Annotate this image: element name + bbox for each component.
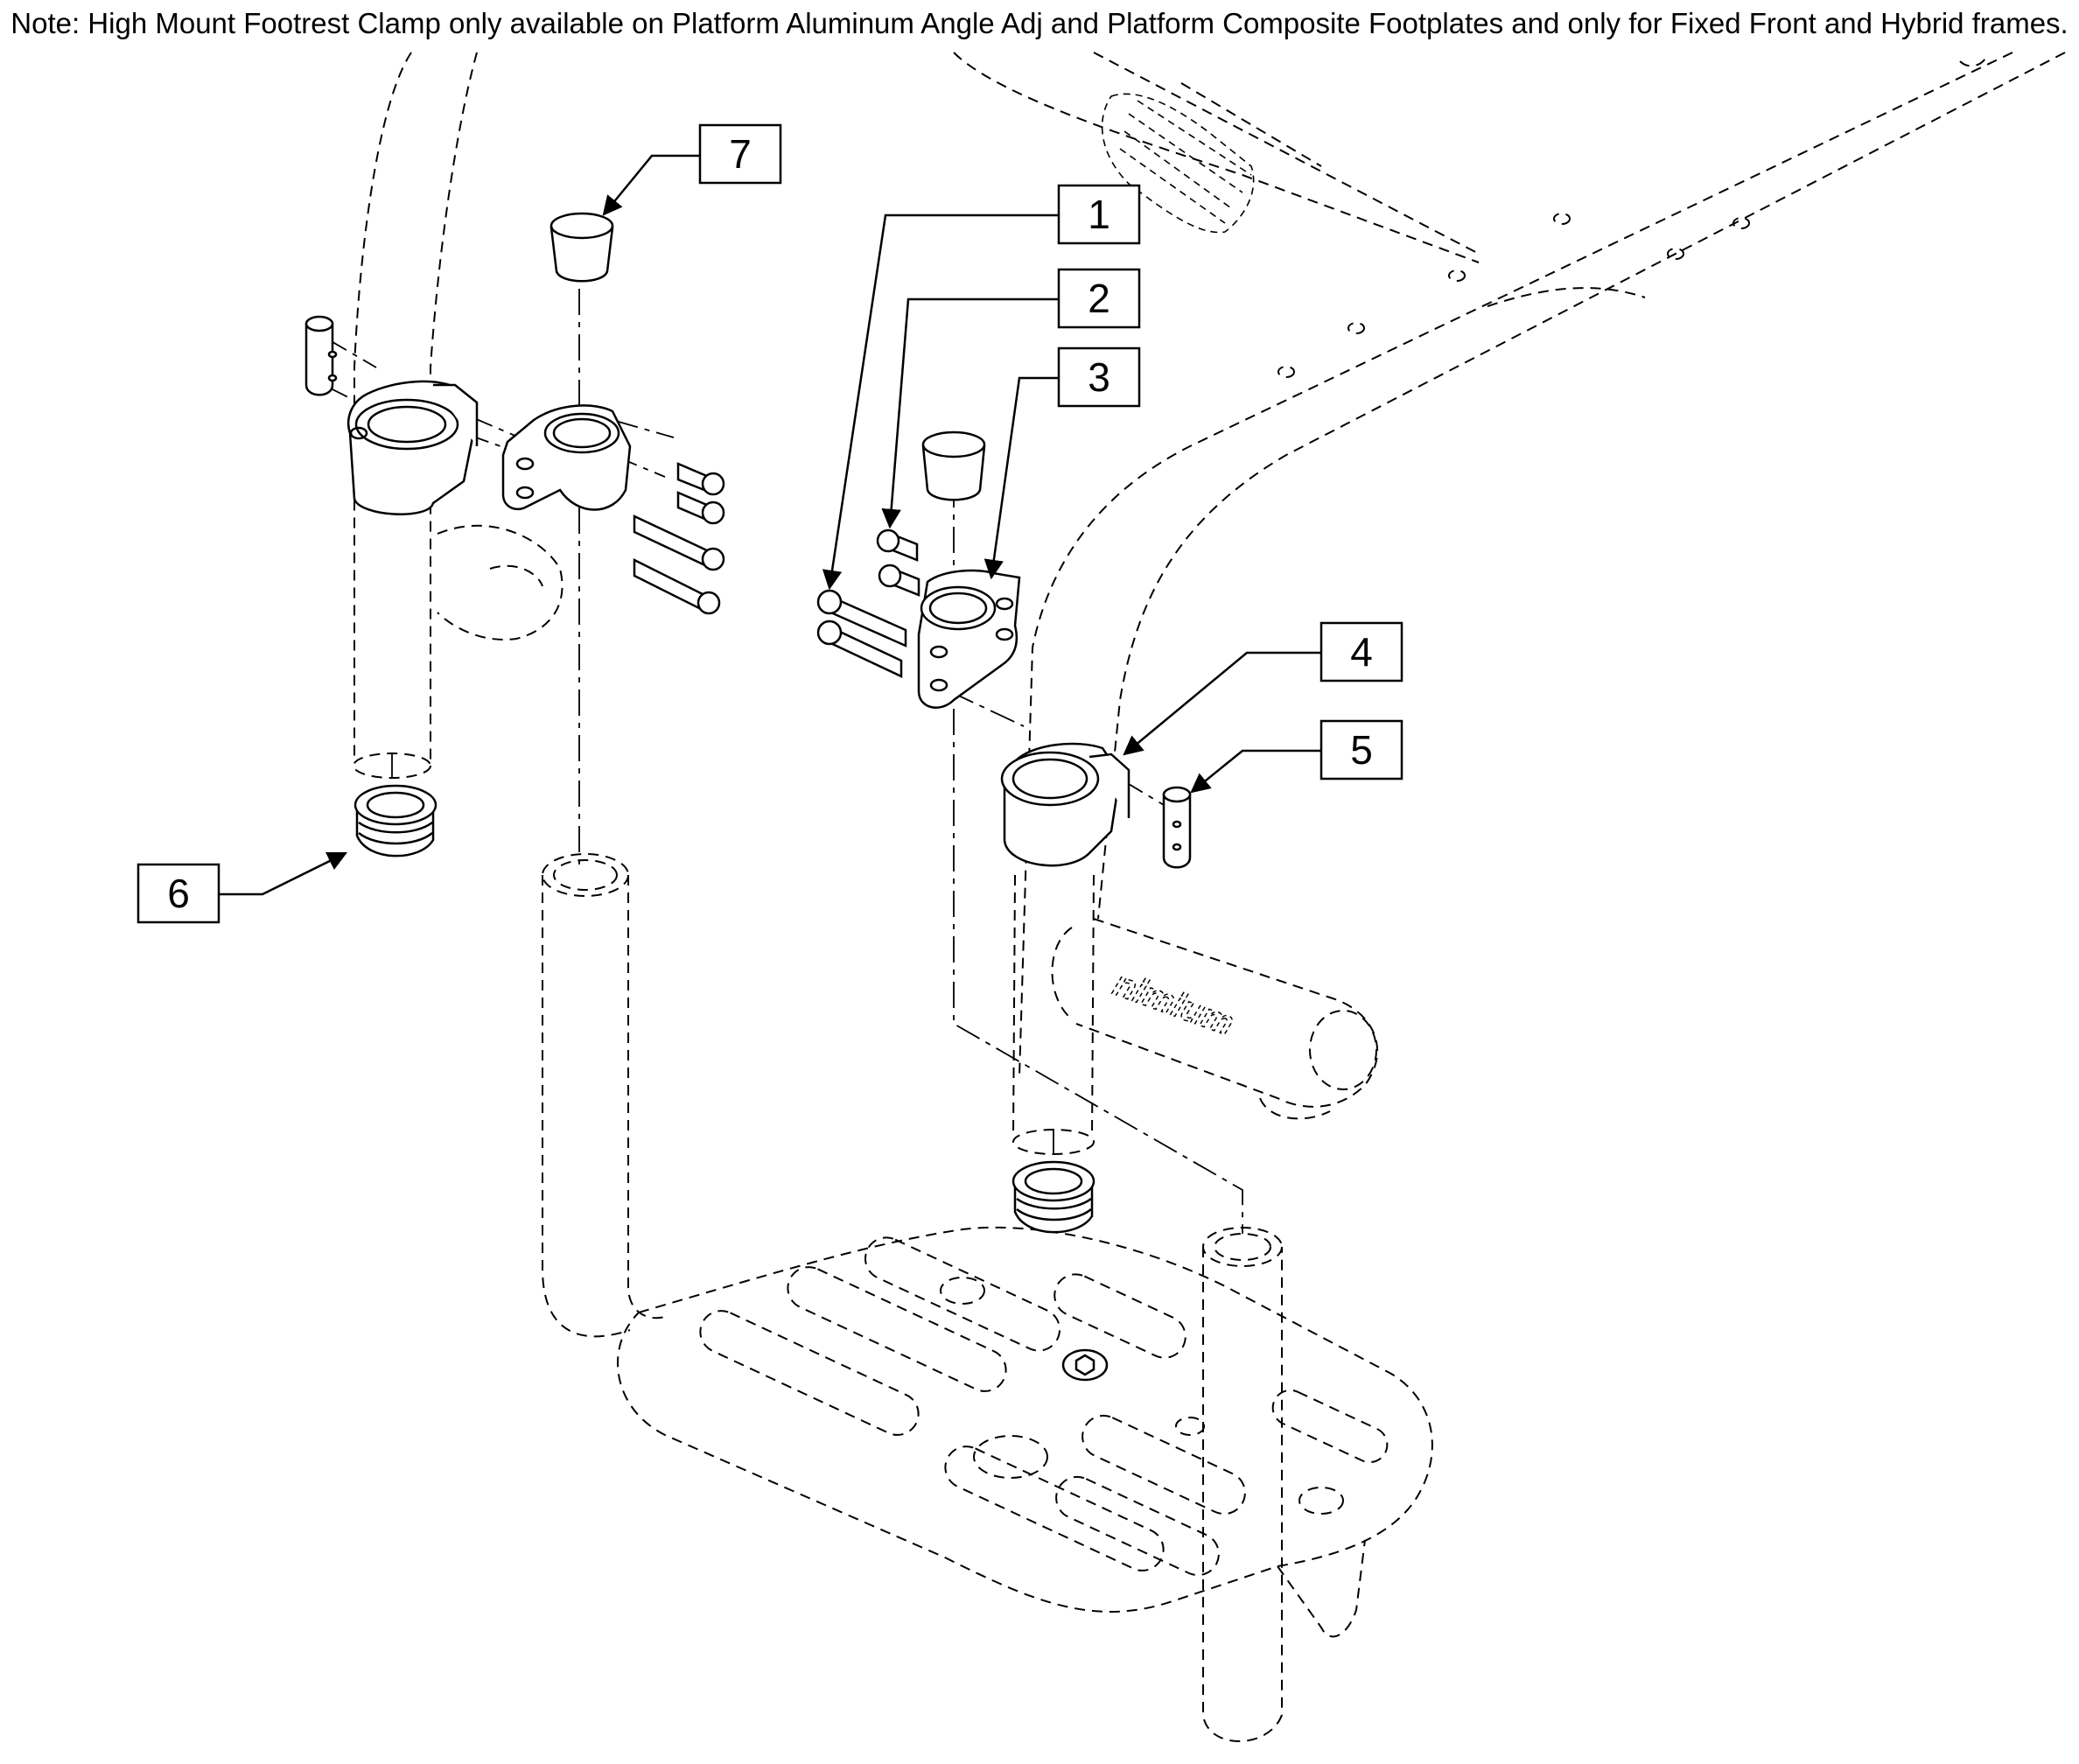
callout-3: 3 [984, 346, 1141, 580]
clamp-body-3 [917, 569, 1021, 709]
split-clamp-4 [1000, 742, 1130, 867]
pin-left [304, 315, 338, 396]
callout-label-3: 3 [1088, 354, 1110, 400]
tube-cap-right [921, 430, 986, 501]
pin-5 [1162, 786, 1192, 869]
right-clamp-assembly [816, 430, 1192, 1234]
tube-cap-7 [550, 212, 614, 283]
callouts: 7 1 2 3 4 5 [136, 123, 1404, 924]
grip-texture [1119, 100, 1252, 224]
footplate-ghost [542, 853, 1433, 1742]
callout-label-5: 5 [1350, 727, 1373, 773]
screws-left-short [676, 462, 725, 525]
callout-label-2: 2 [1088, 276, 1110, 321]
wheelchair-frame-ghost: nimium [353, 52, 2066, 1155]
callout-label-4: 4 [1350, 629, 1373, 675]
callout-label-7: 7 [729, 131, 752, 177]
clamp-body-left [501, 404, 632, 511]
frame-logo: nimium [1109, 964, 1239, 1043]
left-clamp-assembly [304, 212, 725, 858]
tube-insert-6 [354, 784, 438, 858]
tube-insert-right [1012, 1160, 1096, 1234]
callout-label-6: 6 [167, 871, 190, 916]
screws-left-long [633, 514, 725, 615]
callout-7: 7 [602, 123, 782, 216]
callout-1: 1 [822, 184, 1141, 591]
diagram-note: Note: High Mount Footrest Clamp only ava… [10, 7, 2068, 39]
callout-label-1: 1 [1088, 192, 1110, 237]
screws-2 [876, 528, 920, 597]
callout-4: 4 [1123, 621, 1404, 756]
screws-1 [816, 589, 907, 678]
split-clamp-left [346, 380, 479, 515]
callout-2: 2 [881, 268, 1141, 529]
callout-6: 6 [136, 851, 348, 924]
callout-5: 5 [1190, 719, 1404, 794]
